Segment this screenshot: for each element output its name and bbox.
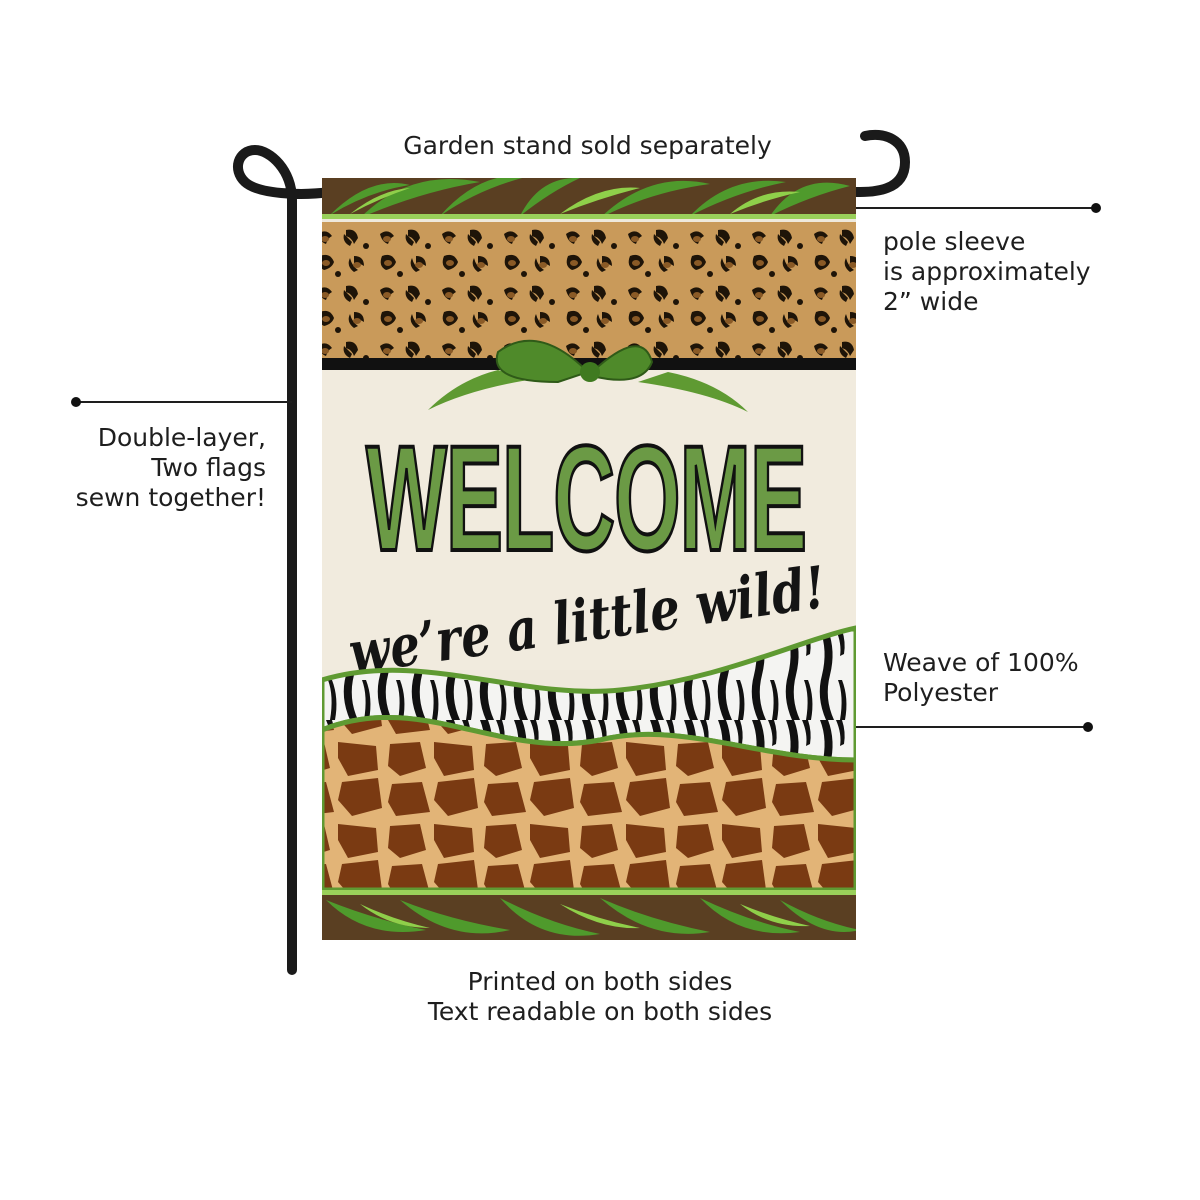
callout-line: pole sleeve	[883, 227, 1026, 256]
callout-leaders	[71, 203, 1101, 732]
callout-line: Polyester	[883, 678, 999, 707]
callout-line: Weave of 100%	[883, 648, 1079, 677]
callout-print-note: Printed on both sides Text readable on b…	[300, 967, 900, 1027]
top-leaf-band	[322, 178, 856, 219]
callout-line: Garden stand sold separately	[403, 131, 772, 160]
welcome-headline: WELCOME	[366, 414, 806, 582]
giraffe-band	[322, 714, 856, 893]
ribbon-bow	[428, 339, 748, 412]
callout-line: Double-layer,	[97, 423, 266, 452]
callout-pole-sleeve: pole sleeve is approximately 2” wide	[883, 227, 1091, 317]
callout-line: Printed on both sides	[467, 967, 733, 996]
cream-panel	[322, 370, 856, 670]
bottom-leaf-band	[322, 890, 856, 940]
callout-line: 2” wide	[883, 287, 979, 316]
callout-line: is approximately	[883, 257, 1091, 286]
callout-double-layer: Double-layer, Two flags sewn together!	[60, 423, 266, 513]
garden-stand	[233, 130, 911, 975]
leopard-band	[322, 222, 856, 358]
flag-body: WELCOME we’re a little wild!	[322, 178, 856, 940]
callout-line: Two flags	[151, 453, 266, 482]
callout-line: sewn together!	[75, 483, 266, 512]
callout-stand-note: Garden stand sold separately	[0, 131, 1175, 161]
callout-material: Weave of 100% Polyester	[883, 648, 1079, 708]
callout-line: Text readable on both sides	[427, 997, 773, 1026]
